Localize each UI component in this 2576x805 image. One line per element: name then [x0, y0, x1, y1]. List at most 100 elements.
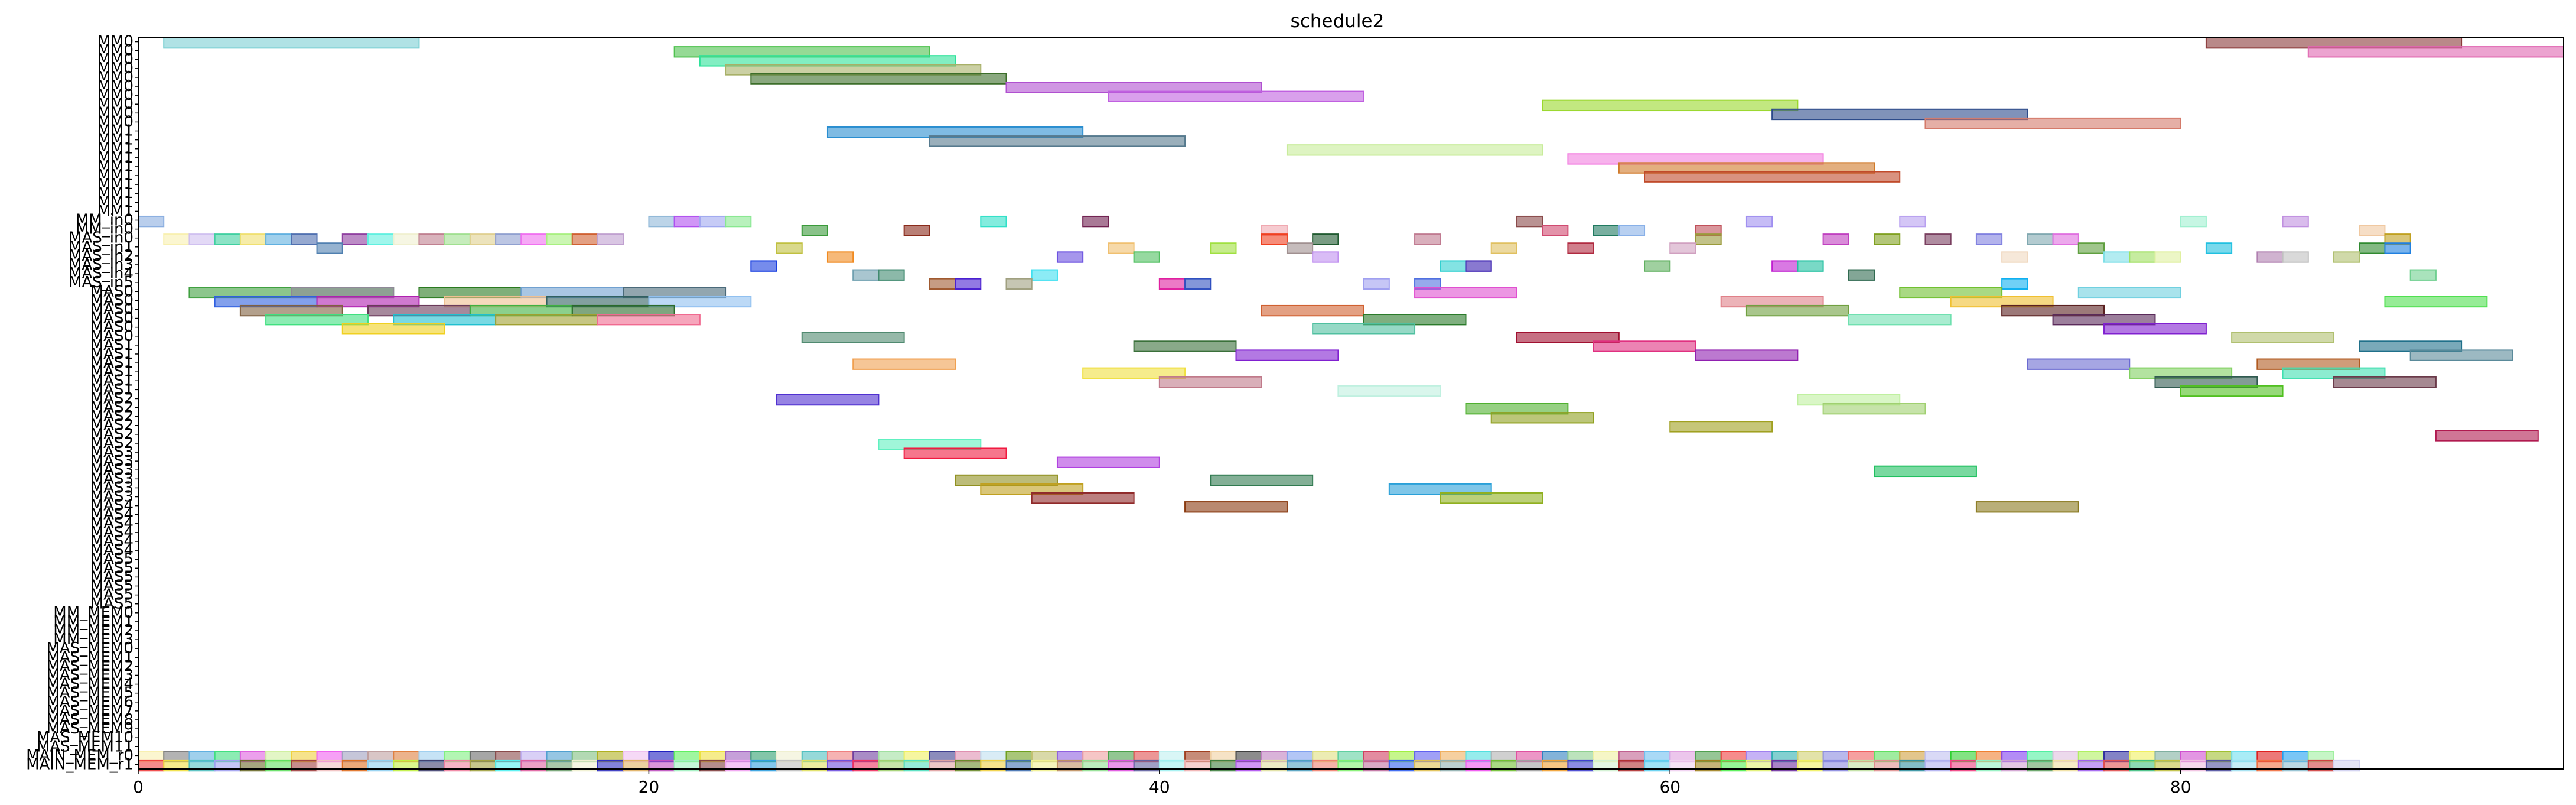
task-bar [955, 278, 982, 290]
task-bar [2231, 332, 2335, 343]
y-tick-label: MAS0 [90, 283, 133, 300]
y-tick-label: MAS_in2 [69, 247, 133, 265]
task-bar [1745, 304, 1849, 317]
y-tick-label: MAS4 [90, 506, 133, 524]
task-bar [1669, 421, 1773, 433]
task-bar [1440, 492, 1543, 504]
task-bar [1082, 215, 1109, 228]
task-bar [2103, 251, 2131, 263]
y-tick-label: MAS0 [90, 310, 133, 327]
task-bar [1363, 278, 1390, 290]
task-bar [2154, 251, 2181, 263]
y-tick-label: MM_in0 [76, 212, 133, 229]
y-tick-label: MAS_MEM2 [46, 657, 133, 675]
task-bar [929, 278, 956, 290]
y-tick-label: MAS_MEM4 [46, 676, 133, 693]
task-bar [418, 233, 445, 245]
task-bar [2052, 233, 2079, 245]
task-bar [1618, 225, 1646, 236]
task-bar [1542, 99, 1799, 112]
y-tick-label: MAS4 [90, 497, 133, 515]
task-bar [2256, 251, 2284, 263]
task-bar [2333, 376, 2437, 388]
task-bar [188, 233, 216, 245]
task-bar [1108, 242, 1135, 254]
task-bar [495, 233, 522, 245]
y-tick-label: MAS4 [90, 533, 133, 550]
task-bar [597, 233, 624, 245]
task-bar [546, 233, 573, 245]
task-bar [1184, 278, 1212, 290]
task-bar [980, 215, 1007, 228]
y-tick-label: MAS1 [90, 354, 133, 372]
y-tick-label: MAS_MEM3 [46, 666, 133, 684]
task-bar [1261, 233, 1288, 245]
task-bar [1822, 233, 1849, 245]
task-bar [826, 251, 854, 263]
y-tick-label: MAS_MEM5 [46, 684, 133, 702]
y-tick-label: MAS3 [90, 488, 133, 506]
y-tick-label: MM0 [97, 60, 133, 77]
task-bar [495, 314, 598, 326]
task-bar [367, 233, 395, 245]
y-tick-label: MM1 [97, 167, 133, 184]
mem-bar [2333, 759, 2360, 772]
y-tick-label: MAS_MEM0 [46, 640, 133, 657]
task-bar [648, 296, 752, 308]
y-tick-label: MAS2 [90, 434, 133, 452]
task-bar [2359, 242, 2386, 254]
y-tick-label: MM0 [97, 86, 133, 104]
task-bar [852, 269, 880, 281]
y-tick-label: MM_in0 [76, 220, 133, 238]
task-bar [2103, 323, 2207, 335]
y-tick-label: MM_MEM1 [53, 613, 133, 631]
y-tick-label: MM0 [97, 42, 133, 60]
task-bar [1031, 492, 1135, 504]
task-bar [2409, 349, 2513, 361]
task-bar [1005, 278, 1033, 290]
task-bar [1899, 215, 1926, 228]
task-bar [1414, 233, 1441, 245]
y-tick-label: MAS5 [90, 559, 133, 577]
task-bar [1771, 108, 2028, 121]
task-bar [1695, 349, 1799, 361]
task-bar [2077, 242, 2105, 254]
y-tick-label: MM0 [97, 33, 133, 51]
task-bar [520, 233, 548, 245]
y-tick-label: MM0 [97, 51, 133, 69]
y-tick-label: MM_MEM0 [53, 604, 133, 622]
task-bar [673, 215, 701, 228]
y-tick-label: MAS4 [90, 524, 133, 541]
y-tick-label: MAIN_MEM_r1 [26, 755, 133, 773]
task-bar [1158, 278, 1186, 290]
task-bar [903, 447, 1007, 459]
y-tick-label: MAS_MEM7 [46, 702, 133, 720]
task-bar [1567, 242, 1594, 254]
task-bar [1465, 260, 1492, 272]
y-tick-label: MAS5 [90, 586, 133, 604]
task-bar [1822, 403, 1926, 415]
y-tick-label: MAS_MEM1 [46, 648, 133, 666]
y-tick-label: MAS_MEM8 [46, 711, 133, 729]
y-tick-label: MAS5 [90, 568, 133, 586]
task-bar [852, 358, 956, 370]
task-bar [1158, 376, 1262, 388]
task-bar [1874, 465, 1977, 478]
task-bar [1593, 225, 1620, 236]
task-bar [1261, 304, 1364, 317]
task-bar [2307, 46, 2565, 58]
y-tick-label: MAS_MEM11 [37, 738, 133, 755]
task-bar [1133, 340, 1237, 352]
task-bar [1644, 260, 1671, 272]
plot-frame [138, 37, 2564, 770]
chart-title: schedule2 [1291, 11, 1385, 32]
y-tick-label: MM1 [97, 202, 133, 220]
y-tick-label: MAS5 [90, 595, 133, 613]
y-tick-label: MAS2 [90, 426, 133, 443]
task-bar [1516, 332, 1620, 343]
y-tick-label: MAS0 [90, 319, 133, 336]
task-bars [138, 37, 2565, 772]
task-bar [1745, 215, 1773, 228]
y-tick-label: MAS2 [90, 389, 133, 407]
y-tick-label: MM0 [97, 95, 133, 113]
